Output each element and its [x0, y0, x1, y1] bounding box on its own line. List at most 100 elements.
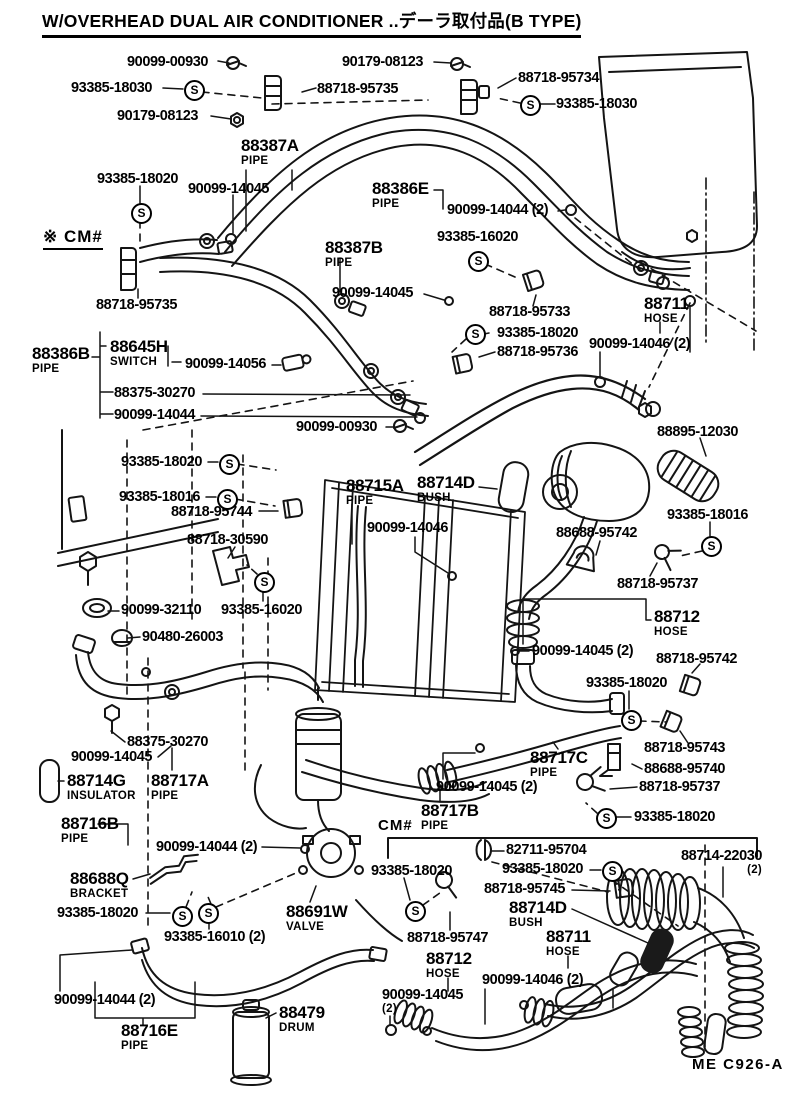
part-label-82711-95704: 82711-95704 — [506, 842, 587, 858]
part-label-88375-30270-2: 88375-30270 — [127, 734, 209, 750]
part-label-93385-16010: 93385-16010 (2) — [164, 929, 266, 945]
standard-part-symbol: S — [701, 536, 722, 557]
suction-hose — [413, 374, 661, 467]
part-label-90099-32110: 90099-32110 — [121, 602, 202, 618]
condenser — [314, 479, 526, 703]
clamp-icons — [120, 75, 702, 899]
part-label-90099-14045-2: 90099-14045 — [332, 285, 414, 301]
standard-part-symbol: S — [602, 861, 623, 882]
part-label-88718-30590: 88718-30590 — [187, 532, 269, 548]
part-label-93385-18020-2: 93385-18020 — [497, 325, 579, 341]
part-label-88375-30270: 88375-30270 — [114, 385, 196, 401]
part-label-88688-95740: 88688-95740 — [644, 761, 726, 777]
part-label-90099-14045-6: 90099-14045(2) — [382, 987, 464, 1016]
part-label-88718-95743: 88718-95743 — [644, 740, 726, 756]
part-label-93385-18016: 93385-18016 — [119, 489, 201, 505]
standard-part-symbol: S — [468, 251, 489, 272]
standard-part-symbol: S — [217, 489, 238, 510]
receiver-drier — [295, 687, 342, 832]
part-label-90099-00930-2: 90099-00930 — [296, 419, 378, 435]
part-label-88718-95747: 88718-95747 — [407, 930, 489, 946]
part-label-88718-95737: 88718-95737 — [617, 576, 699, 592]
overhead-unit-outline — [598, 51, 758, 271]
fastener-icons — [226, 56, 698, 433]
standard-part-symbol: S — [131, 203, 152, 224]
part-label-90179-08123: 90179-08123 — [117, 108, 199, 124]
cm-reference-note-2: CM# — [378, 817, 413, 834]
part-label-93385-18020-5: 93385-18020 — [634, 809, 716, 825]
part-label-88718-95735-2: 88718-95735 — [96, 297, 178, 313]
leader-lines — [57, 60, 724, 1026]
standard-part-symbol: S — [219, 454, 240, 475]
part-label-93385-18020-7: 93385-18020 — [502, 861, 584, 877]
expansion-valve — [298, 828, 364, 878]
part-label-88718-95736: 88718-95736 — [497, 344, 579, 360]
part-label-93385-18016-2: 93385-18016 — [667, 507, 749, 523]
part-label-90099-14046-3: 90099-14046 (2) — [482, 972, 584, 988]
part-label-93385-18020-8: 93385-18020 — [371, 863, 453, 879]
page-title: W/OVERHEAD DUAL AIR CONDITIONER ..デーラ取付品… — [42, 8, 582, 38]
part-label-93385-16020: 93385-16020 — [437, 229, 519, 245]
part-label-90179-08123-2: 90179-08123 — [342, 54, 424, 70]
part-label-88718-95742: 88718-95742 — [656, 651, 738, 667]
part-label-90099-14044-2: 90099-14044 — [114, 407, 196, 423]
insulator-capsule — [39, 759, 60, 803]
pipe-88716E — [130, 899, 403, 1008]
part-label-93385-18030: 93385-18030 — [71, 80, 153, 96]
part-label-93385-18020-3: 93385-18020 — [121, 454, 203, 470]
standard-part-symbol: S — [405, 901, 426, 922]
roof-pipe-bundle — [217, 114, 690, 291]
part-label-90099-14045-4: 90099-14045 (2) — [436, 779, 538, 795]
part-label-90099-14045-5: 90099-14045 — [71, 749, 153, 765]
part-label-90099-14045-3: 90099-14045 (2) — [532, 643, 634, 659]
part-label-90099-14044-3: 90099-14044 (2) — [156, 839, 258, 855]
standard-part-symbol: S — [184, 80, 205, 101]
standard-part-symbol: S — [172, 906, 193, 927]
part-label-93385-18030-2: 93385-18030 — [556, 96, 638, 112]
o-ring-icons — [225, 204, 696, 1036]
standard-part-symbol: S — [198, 903, 219, 924]
part-label-88718-95735: 88718-95735 — [317, 81, 399, 97]
part-label-90099-14044: 90099-14044 (2) — [447, 202, 549, 218]
part-label-90099-14056: 90099-14056 — [185, 356, 267, 372]
part-label-88718-95734: 88718-95734 — [518, 70, 600, 86]
standard-part-symbol: S — [596, 808, 617, 829]
bush-88714D — [497, 461, 530, 513]
standard-part-symbol: S — [621, 710, 642, 731]
part-label-93385-18020-4: 93385-18020 — [586, 675, 668, 691]
pipe-88717C — [417, 725, 622, 795]
mid-pipes — [139, 238, 429, 417]
part-label-88714-22030: 88714-22030(2) — [681, 848, 763, 877]
construction-lines — [126, 91, 757, 1053]
ribbed-grommet — [656, 449, 720, 503]
part-label-88718-95745: 88718-95745 — [484, 881, 566, 897]
part-label-90099-00930: 90099-00930 — [127, 54, 209, 70]
standard-part-symbol: S — [254, 572, 275, 593]
part-label-93385-18020: 93385-18020 — [97, 171, 179, 187]
cm-reference-note: ※ CM# — [43, 227, 103, 250]
compressor — [542, 441, 651, 522]
part-label-93385-16020-2: 93385-16020 — [221, 602, 303, 618]
figure-code: ME C926-A — [692, 1056, 784, 1073]
standard-part-symbol: S — [465, 324, 486, 345]
part-label-90480-26003: 90480-26003 — [142, 629, 224, 645]
left-fasteners — [79, 551, 180, 734]
bottom-left-pipes — [72, 634, 490, 830]
